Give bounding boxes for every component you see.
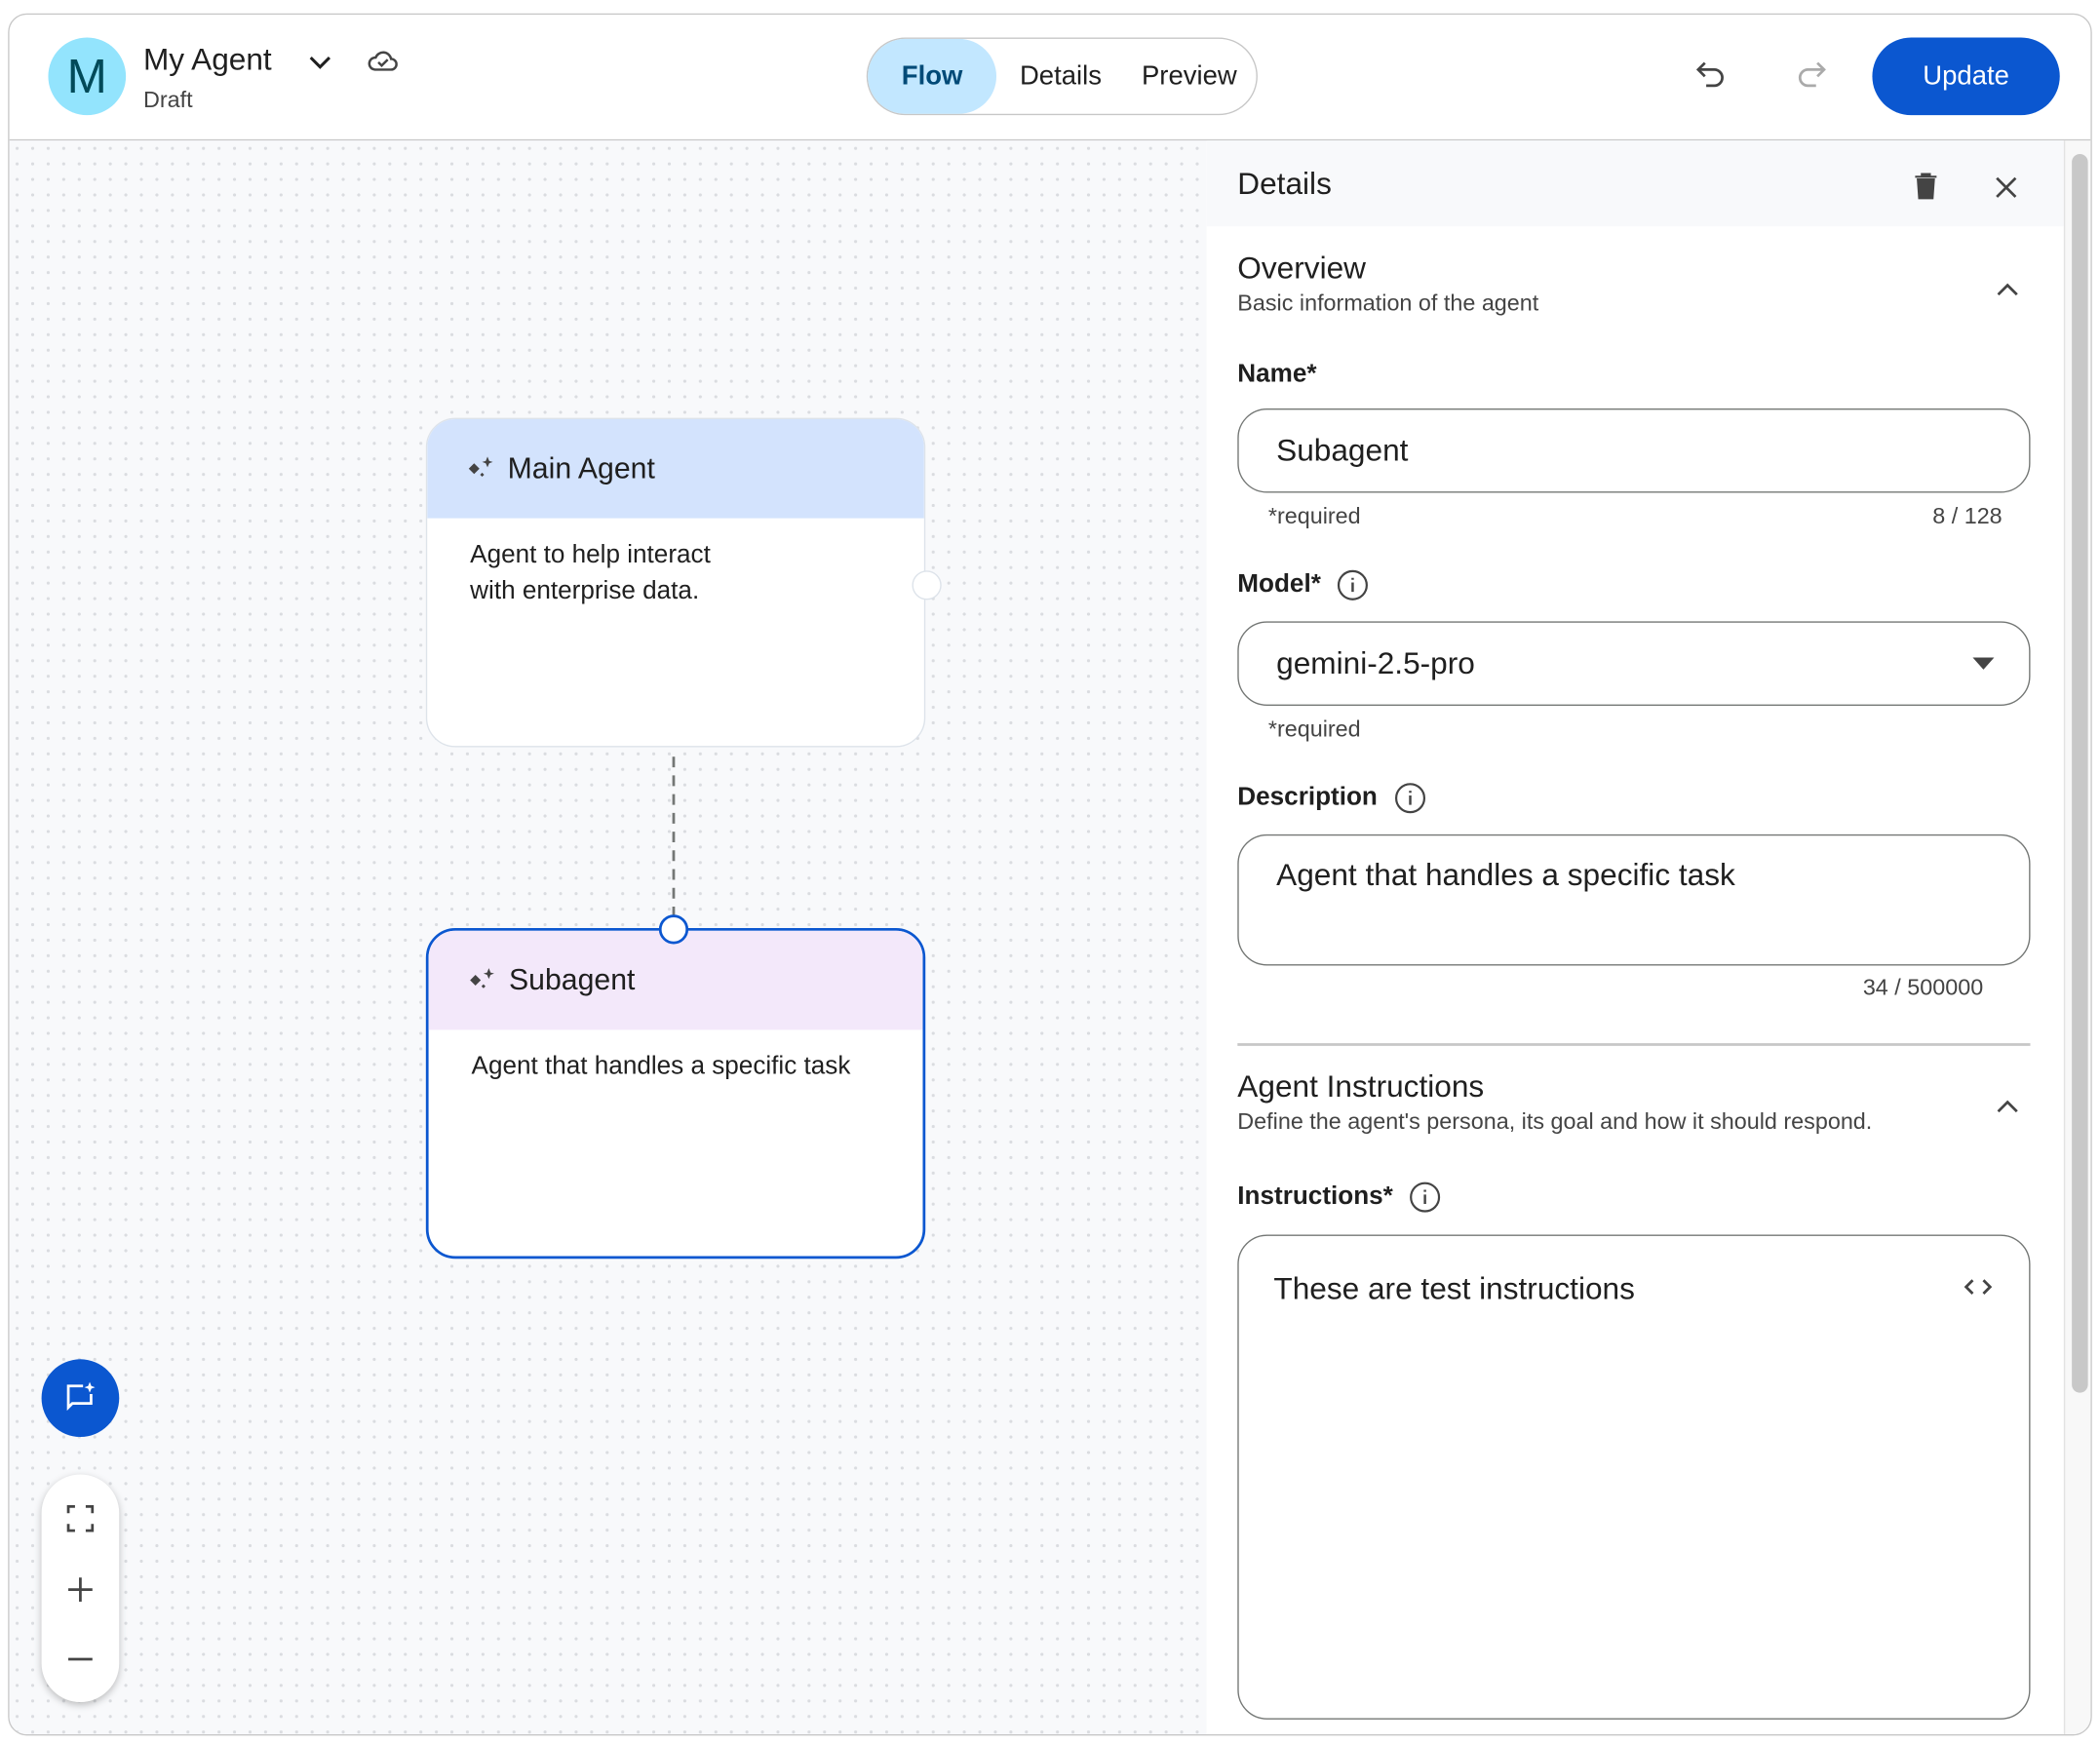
fit-view-icon[interactable]	[64, 1502, 97, 1534]
overview-title: Overview	[1237, 250, 1366, 286]
zoom-in-icon[interactable]	[65, 1574, 95, 1604]
agent-status: Draft	[142, 87, 193, 113]
sparkle-icon	[470, 968, 494, 988]
top-bar: M My Agent Draft Flow Details Preview Up…	[9, 15, 2091, 141]
description-label: Description	[1237, 782, 1425, 814]
chat-sparkle-icon	[66, 1381, 96, 1412]
model-label: Model*	[1237, 569, 1369, 601]
sparkle-icon	[468, 456, 493, 478]
node-description: Agent to help interact with enterprise d…	[470, 540, 711, 605]
instructions-section-subtitle: Define the agent's persona, its goal and…	[1237, 1108, 1873, 1135]
description-count: 34 / 500000	[1862, 975, 1984, 1001]
node-title: Subagent	[509, 962, 636, 997]
node-main-agent[interactable]: Main Agent Agent to help interact with e…	[425, 417, 926, 748]
section-divider	[1237, 1043, 2031, 1046]
info-icon[interactable]	[1337, 569, 1369, 601]
name-hint: *required	[1267, 503, 1361, 529]
chevron-down-icon[interactable]	[307, 50, 333, 76]
info-icon[interactable]	[1393, 782, 1425, 814]
zoom-controls	[41, 1474, 120, 1702]
tab-preview[interactable]: Preview	[1141, 60, 1237, 91]
name-input[interactable]: Subagent	[1237, 407, 2031, 493]
update-button[interactable]: Update	[1872, 37, 2060, 116]
node-title: Main Agent	[507, 450, 655, 485]
code-view-icon[interactable]	[1962, 1276, 1994, 1298]
instructions-label: Instructions*	[1237, 1182, 1441, 1214]
model-hint: *required	[1267, 716, 1361, 743]
flow-canvas[interactable]: Main Agent Agent to help interact with e…	[9, 140, 1207, 1734]
redo-icon[interactable]	[1793, 58, 1828, 90]
model-value: gemini-2.5-pro	[1276, 645, 1475, 680]
overview-subtitle: Basic information of the agent	[1237, 291, 1539, 317]
tab-details[interactable]: Details	[1019, 60, 1102, 91]
ai-chat-button[interactable]	[41, 1359, 120, 1437]
undo-icon[interactable]	[1694, 58, 1730, 90]
view-tabs: Flow Details Preview	[866, 37, 1258, 116]
info-icon[interactable]	[1409, 1182, 1441, 1214]
output-port[interactable]	[912, 570, 942, 601]
details-panel: Details Overview Basic information of th…	[1206, 140, 2064, 1734]
close-icon[interactable]	[1994, 175, 2018, 200]
instructions-text: These are test instructions	[1273, 1270, 1635, 1306]
panel-scrollbar[interactable]	[2063, 140, 2091, 1734]
delete-icon[interactable]	[1914, 173, 1938, 200]
panel-title: Details	[1237, 165, 1332, 201]
input-port[interactable]	[658, 914, 689, 945]
cloud-saved-icon	[368, 51, 398, 71]
model-select[interactable]: gemini-2.5-pro	[1237, 621, 2031, 706]
connector-line	[672, 756, 676, 924]
app-window: M My Agent Draft Flow Details Preview Up…	[8, 13, 2092, 1736]
instructions-editor[interactable]: These are test instructions	[1237, 1234, 2031, 1720]
agent-title: My Agent	[142, 41, 272, 77]
dropdown-arrow-icon	[1972, 657, 1995, 670]
name-label: Name*	[1237, 360, 1317, 389]
description-textarea[interactable]: Agent that handles a specific task	[1237, 833, 2031, 966]
chevron-up-icon[interactable]	[1994, 1097, 2020, 1115]
chevron-up-icon[interactable]	[1994, 280, 2020, 298]
tab-flow[interactable]: Flow	[868, 38, 997, 114]
instructions-section-title: Agent Instructions	[1237, 1068, 1485, 1104]
node-description: Agent that handles a specific task	[471, 1052, 851, 1081]
avatar[interactable]: M	[48, 37, 127, 116]
scrollbar-thumb[interactable]	[2072, 153, 2088, 1393]
name-count: 8 / 128	[1932, 503, 2003, 529]
zoom-out-icon[interactable]	[65, 1645, 95, 1674]
node-subagent[interactable]: Subagent Agent that handles a specific t…	[425, 927, 926, 1260]
